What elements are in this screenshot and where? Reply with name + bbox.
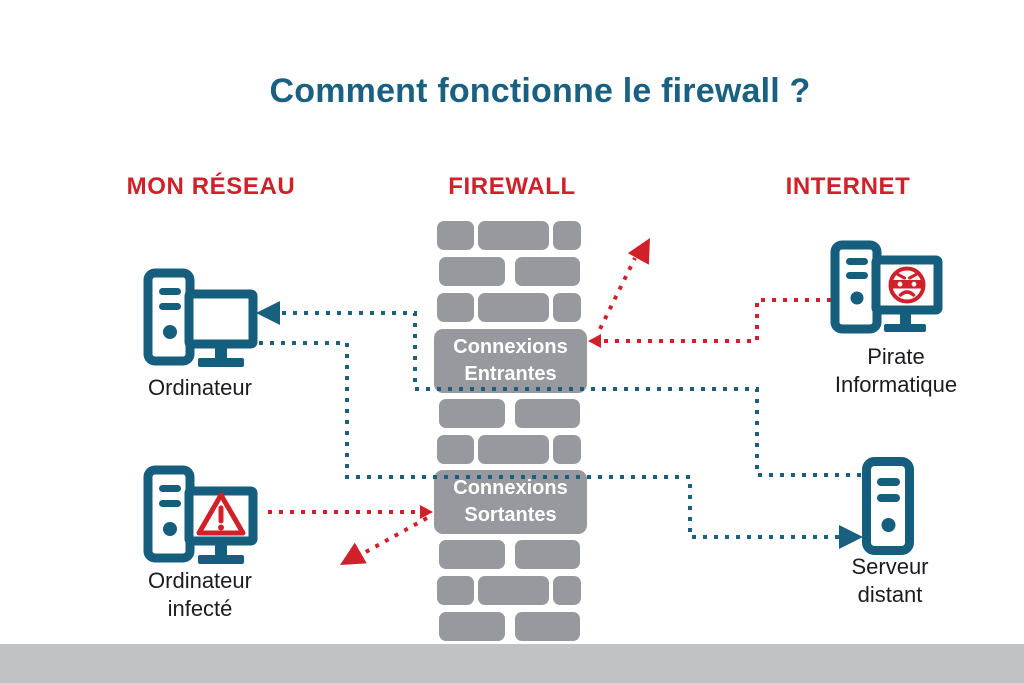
blocked-incoming-deflection (598, 257, 637, 330)
column-header-internet: INTERNET (785, 173, 911, 200)
brick-row (437, 293, 581, 322)
deflected-up-arrowhead-icon (627, 238, 650, 265)
allowed-incoming-path (282, 311, 861, 477)
arrowhead-into-server-icon (839, 525, 863, 549)
footer-bar (0, 644, 1024, 683)
impact-wall-right-arrowhead-icon (420, 505, 433, 519)
warning-icon (196, 492, 246, 536)
brick (439, 399, 505, 428)
brick (515, 399, 580, 428)
incoming-connections-label: Connexions Entrantes (434, 329, 587, 393)
brick (478, 293, 549, 322)
outgoing-connections-label: Connexions Sortantes (434, 470, 587, 534)
brick (437, 435, 474, 464)
column-header-my-network: MON RÉSEAU (126, 173, 296, 200)
deflected-down-arrowhead-icon (340, 542, 367, 565)
hacker-face-icon (888, 266, 926, 304)
brick-row (439, 540, 580, 569)
allowed-outgoing-path (259, 341, 841, 539)
brick-wall (437, 221, 583, 641)
brick (515, 540, 580, 569)
server-icon (862, 457, 914, 555)
brick (478, 435, 549, 464)
impact-wall-left-arrowhead-icon (588, 334, 601, 348)
brick (437, 576, 474, 605)
brick-row (437, 435, 581, 464)
brick (478, 576, 549, 605)
pirate-computer-icon (830, 240, 943, 334)
brick (553, 293, 581, 322)
brick (439, 257, 505, 286)
infected-computer-icon (143, 465, 258, 564)
brick (553, 576, 581, 605)
blocked-outgoing-deflection (354, 516, 428, 560)
blocked-incoming-path (599, 298, 831, 343)
brick (478, 221, 549, 250)
computer-label: Ordinateur (148, 375, 252, 400)
page-title: Comment fonctionne le firewall ? (269, 72, 811, 110)
pirate-label: Pirate Informatique (834, 344, 958, 397)
computer-icon (143, 268, 258, 367)
brick (437, 221, 474, 250)
brick (553, 435, 581, 464)
brick-row (439, 257, 580, 286)
column-header-firewall: FIREWALL (448, 173, 576, 200)
server-label: Serveur distant (851, 554, 929, 607)
brick-row (437, 221, 581, 250)
brick-row (437, 576, 581, 605)
brick (515, 612, 580, 641)
infected-computer-label: Ordinateur infecté (148, 568, 252, 621)
brick (553, 221, 581, 250)
brick (439, 540, 505, 569)
brick (515, 257, 580, 286)
brick-row (439, 612, 580, 641)
brick-row (439, 399, 580, 428)
brick (437, 293, 474, 322)
brick (439, 612, 505, 641)
arrowhead-into-computer-icon (256, 301, 280, 325)
